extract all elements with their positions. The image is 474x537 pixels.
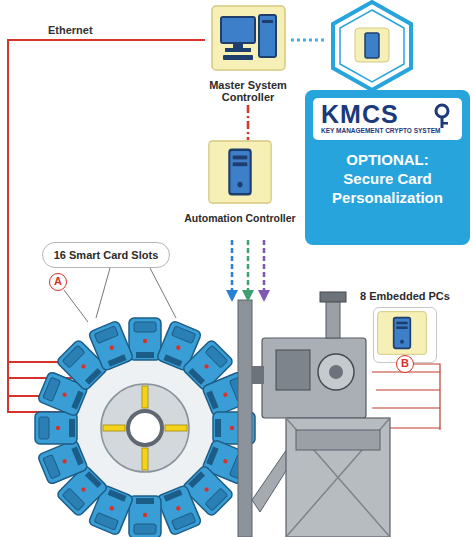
- ethernet-wire: [8, 40, 205, 412]
- computer-icon: [208, 140, 272, 204]
- arrow-head: [242, 290, 254, 302]
- drive-bay: [396, 322, 407, 325]
- embedded-pc-node: 8 Embedded PCs: [360, 290, 450, 360]
- control-arrow: [247, 240, 250, 292]
- key-tooth: [443, 122, 448, 125]
- leader-line: [96, 268, 110, 318]
- connector-line: [247, 105, 250, 140]
- connector-line: [291, 39, 327, 42]
- card-slot: [37, 439, 88, 485]
- wheel-hub: [101, 384, 189, 472]
- hexagon-badge: [327, 0, 417, 92]
- leader-line: [64, 268, 176, 322]
- slot-label-box: 16 Smart Card Slots: [42, 242, 170, 268]
- smart-card-slots: [35, 318, 255, 537]
- machine-arm: [252, 366, 264, 384]
- machine-wheel: [318, 354, 354, 390]
- frame-pillar: [238, 300, 252, 537]
- wire-label: Ethernet: [48, 24, 93, 36]
- drive-bay: [233, 156, 248, 160]
- power-button: [237, 182, 242, 188]
- machine-frame: [238, 292, 390, 537]
- kmcs-logo: KMCSKEY MANAGEMENT CRYPTO SYSTEM: [313, 98, 462, 140]
- machine-axle: [329, 365, 343, 379]
- card-slot: [88, 320, 134, 371]
- card-slot: [129, 318, 161, 360]
- kmcs-subtitle: KEY MANAGEMENT CRYPTO SYSTEM: [321, 127, 456, 135]
- icon-card: [378, 312, 427, 355]
- card-slot: [129, 496, 161, 537]
- key-icon: [430, 103, 454, 133]
- icon-holder: [211, 5, 286, 75]
- pc-tower: [259, 15, 276, 57]
- key-symbol: [430, 103, 454, 129]
- callout-letter: A: [49, 273, 67, 291]
- pc-wire: [439, 372, 440, 430]
- kmcs-node: KMCSKEY MANAGEMENT CRYPTO SYSTEMOPTIONAL…: [327, 0, 470, 245]
- machine-post: [326, 300, 340, 338]
- machine-head: [262, 338, 366, 418]
- base-plate: [296, 430, 380, 450]
- hexagon-inner: [340, 10, 404, 82]
- kmcs-option: OPTIONAL: Secure Card Personalization: [324, 150, 452, 207]
- hub-axle: [128, 411, 162, 445]
- machine-cap: [320, 292, 346, 302]
- pc-wire: [372, 407, 440, 408]
- base-bracing: [286, 418, 390, 537]
- pc-wire: [376, 389, 440, 390]
- kmcs-panel: KMCSKEY MANAGEMENT CRYPTO SYSTEM OPTIONAL…: [305, 90, 470, 245]
- computer-icon: [211, 5, 286, 71]
- hexagon-holder: [327, 0, 417, 96]
- hub-spoke: [103, 425, 125, 431]
- control-arrow: [231, 240, 234, 292]
- monitor: [221, 17, 255, 43]
- icon-card: [212, 6, 285, 70]
- pc-tower: [365, 33, 379, 58]
- machine-motor: [276, 350, 310, 390]
- key-ring: [436, 105, 448, 117]
- hub-spoke: [165, 425, 187, 431]
- hub-spoke: [142, 448, 148, 470]
- machine-base: [286, 418, 390, 537]
- hexagon: [333, 2, 411, 90]
- controller-node: Automation Controller: [178, 140, 302, 236]
- hub-spoke: [142, 386, 148, 408]
- arrow-head: [258, 290, 270, 302]
- ethernet-wire: [8, 40, 205, 412]
- controller-node: Master System Controller: [205, 5, 291, 105]
- hub-spokes: [103, 386, 187, 470]
- card-slot: [35, 412, 77, 444]
- drive-bay: [396, 326, 407, 329]
- node-label: 8 Embedded PCs: [360, 290, 450, 303]
- pc-tower: [394, 318, 411, 349]
- drive-bay: [233, 162, 248, 166]
- node-label: 16 Smart Card Slots: [54, 249, 159, 261]
- node-label: Automation Controller: [178, 212, 302, 224]
- icon-card: [209, 141, 271, 203]
- monitor-base: [225, 48, 251, 52]
- pc-tower: [229, 150, 250, 195]
- icon-holder: [208, 140, 272, 208]
- power-button: [400, 340, 404, 344]
- node-label: Master System Controller: [205, 79, 291, 103]
- arrow-head: [226, 290, 238, 302]
- control-arrow: [232, 240, 264, 292]
- leader-line: [150, 268, 176, 318]
- keyboard: [223, 55, 253, 60]
- leader-line: [64, 290, 88, 322]
- monitor-stand: [233, 43, 243, 48]
- card-slot: [156, 485, 202, 536]
- callout-letter: B: [396, 355, 414, 373]
- computer-icon: [377, 311, 427, 355]
- drive-bay: [262, 20, 273, 23]
- icon-card: [355, 28, 389, 62]
- control-arrow: [263, 240, 266, 292]
